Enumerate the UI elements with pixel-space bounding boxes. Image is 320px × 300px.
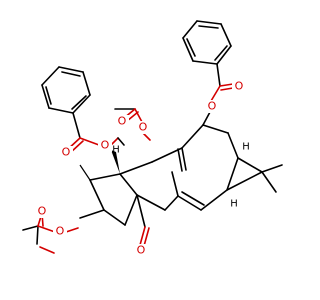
right-phenyl-ring — [182, 20, 232, 65]
methyl-substituent — [79, 209, 105, 219]
vinyl-methyl — [171, 171, 179, 197]
oxygen-atom-label: O — [235, 80, 244, 93]
hydrogen-atom-label: H — [242, 142, 250, 153]
oxygen-atom-label: O — [208, 100, 217, 113]
structure-svg: H H H O O O O O O O O O — [22, 20, 283, 257]
hydrogen-atom-label: H — [112, 145, 120, 156]
hydrogen-atom-label: H — [230, 199, 238, 210]
molecule-diagram: H H H O O O O O O O O O — [22, 20, 283, 257]
oxygen-atom-label: O — [38, 205, 47, 218]
oxygen-atom-label: O — [56, 225, 65, 238]
oxygen-atom-label: O — [62, 146, 71, 159]
left-phenyl-ring — [41, 66, 91, 114]
exocyclic-methylene — [177, 147, 187, 172]
oxygen-atom-label: O — [139, 121, 148, 134]
cyclopropane-ring — [226, 157, 283, 193]
ketone-group — [136, 194, 150, 247]
macrocycle-ring — [119, 124, 239, 211]
oxygen-atom-label: O — [118, 115, 127, 128]
right-ester-group — [202, 63, 234, 126]
oxygen-atom-label: O — [101, 139, 110, 152]
lower-acetate-group — [22, 212, 79, 254]
benzoate-link — [79, 164, 91, 181]
cyclopentane-ring — [89, 150, 138, 226]
oxygen-atom-label: O — [137, 244, 146, 257]
